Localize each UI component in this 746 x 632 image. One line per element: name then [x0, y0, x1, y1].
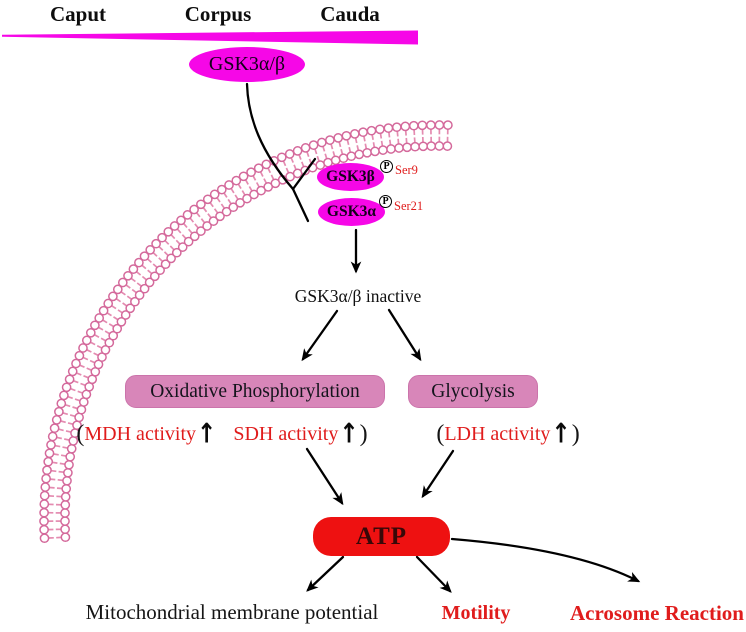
close-paren: ): [571, 420, 580, 447]
arrow-oxphos-to-atp: [305, 447, 344, 506]
arrow-atp-to-acrosome: [450, 537, 641, 583]
arrow-inactive-to-oxphos: [301, 309, 339, 362]
close-paren: ): [359, 420, 368, 447]
phosphate-icon-ser21: P: [379, 195, 392, 208]
oxidative-phosphorylation-box: Oxidative Phosphorylation: [125, 375, 385, 408]
mdh-activity-label: MDH activity: [84, 422, 197, 445]
sdh-activity-label: SDH activity: [233, 422, 339, 445]
gsk3ab-label: GSK3α/β: [208, 53, 286, 75]
phosphate-icon-ser9: P: [380, 160, 393, 173]
gsk3beta-label: GSK3β: [326, 168, 375, 185]
acrosome-reaction-label: Acrosome Reaction: [570, 601, 744, 625]
membrane-bilayer: [39, 120, 453, 544]
phosphate-letter: P: [382, 196, 389, 207]
up-arrow-icon: ↑: [551, 418, 571, 450]
fork-upper-arm: [291, 157, 317, 191]
arrow-atp-to-membrane-potential: [306, 555, 345, 592]
fork-lower-arm: [291, 187, 310, 223]
inactive-state-label: GSK3α/β inactive: [294, 286, 422, 306]
arrow-atp-to-motility: [415, 555, 452, 593]
arrow-inactive-to-glycolysis: [387, 308, 422, 362]
ser21-site-label: Ser21: [394, 199, 424, 213]
up-arrow-icon: ↑: [339, 418, 359, 450]
mitochondrial-membrane-potential-label: Mitochondrial membrane potential: [85, 600, 379, 624]
region-label-caput: Caput: [49, 2, 107, 26]
oxphos-enzyme-row: ( MDH activity ↑ SDH activity ↑ ): [76, 418, 368, 450]
motility-label: Motility: [441, 602, 511, 624]
ser9-site-label: Ser9: [395, 163, 418, 177]
ldh-activity-label: LDH activity: [444, 422, 551, 445]
region-label-corpus: Corpus: [184, 2, 252, 26]
arrow-glycolysis-to-atp: [421, 449, 455, 499]
up-arrow-icon: ↑: [197, 418, 217, 450]
gsk3alpha-ellipse: GSK3α: [318, 198, 385, 226]
open-paren: (: [76, 420, 85, 447]
glycolysis-enzyme-row: ( LDH activity ↑ ): [436, 418, 580, 450]
gsk3beta-ellipse: GSK3β: [317, 163, 384, 191]
gsk3alpha-label: GSK3α: [326, 203, 377, 220]
region-label-cauda: Cauda: [320, 2, 380, 26]
oxphos-label: Oxidative Phosphorylation: [150, 380, 360, 402]
open-paren: (: [436, 420, 445, 447]
glycolysis-box: Glycolysis: [408, 375, 538, 408]
glycolysis-label: Glycolysis: [431, 380, 515, 402]
atp-label: ATP: [355, 522, 408, 550]
gsk3ab-ellipse: GSK3α/β: [189, 47, 305, 82]
phosphate-letter: P: [383, 161, 390, 172]
atp-box: ATP: [313, 517, 450, 556]
epididymis-gradient-bar: [2, 30, 418, 45]
gsk3-release-curve: [245, 82, 295, 191]
